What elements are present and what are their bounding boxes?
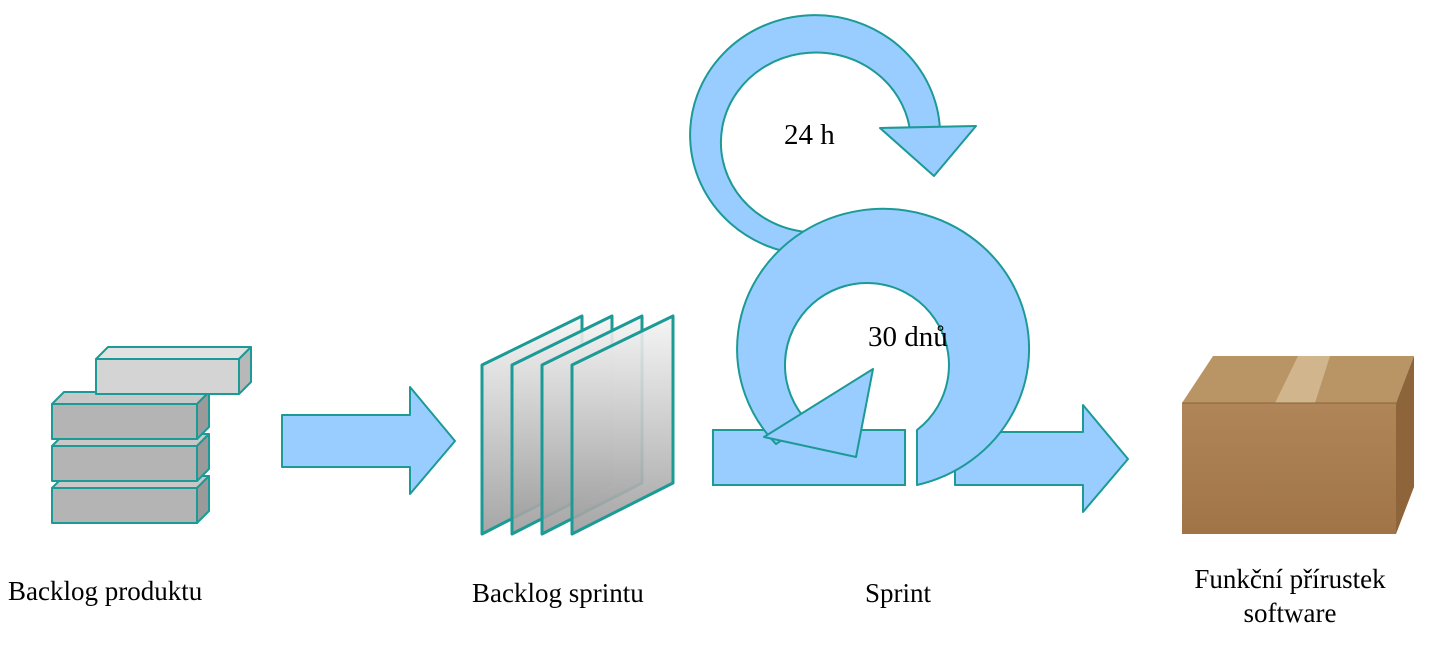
increment-box-icon bbox=[1182, 356, 1414, 534]
sprint-cycle-circular-arrow-icon bbox=[736, 207, 1031, 486]
block-upper bbox=[51, 391, 210, 440]
flow-arrow-to-sprint-backlog bbox=[281, 386, 456, 495]
flow-arrow-to-increment bbox=[954, 404, 1129, 513]
product-backlog-label: Backlog produktu bbox=[8, 576, 203, 606]
increment-label-line1: Funkční přírustek bbox=[1194, 564, 1386, 594]
box-tape bbox=[1275, 356, 1330, 403]
sprint-backlog-label: Backlog sprintu bbox=[472, 578, 644, 608]
sprint-backlog-sheets-icon bbox=[480, 314, 675, 536]
box-front bbox=[1182, 403, 1396, 534]
block-top bbox=[95, 346, 252, 395]
product-backlog-blocks-icon bbox=[51, 346, 252, 524]
sprint-cycle-label: 30 dnů bbox=[868, 321, 948, 353]
block-middle bbox=[51, 433, 210, 482]
sprint-label: Sprint bbox=[865, 578, 932, 608]
increment-label-line2: software bbox=[1243, 598, 1337, 628]
box-side bbox=[1396, 356, 1414, 534]
daily-cycle-label: 24 h bbox=[784, 119, 835, 151]
block-bottom bbox=[51, 475, 210, 524]
daily-cycle-circular-arrow-icon bbox=[689, 14, 977, 257]
sheet-4 bbox=[570, 314, 675, 536]
